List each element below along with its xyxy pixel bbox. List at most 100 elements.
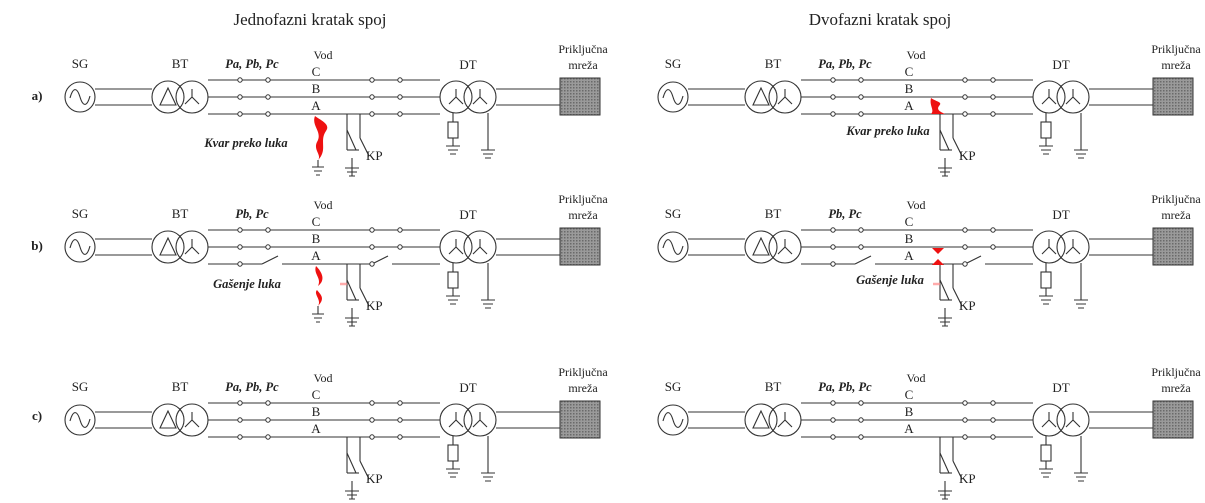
star-icon [777, 89, 793, 105]
star-icon [777, 239, 793, 255]
breaker-contact [237, 111, 243, 117]
title-single-phase-fault: Jednofazni kratak spoj [234, 10, 387, 29]
breaker-contact [962, 261, 968, 267]
kp-switch-icon [952, 137, 963, 157]
external-grid-icon [559, 400, 601, 439]
breaker-contact [962, 417, 968, 423]
breaker-contact [990, 244, 996, 250]
extinguishing-arc [932, 259, 944, 265]
label-phase-a: A [311, 421, 321, 436]
breaker-contact [830, 417, 836, 423]
generator-icon [64, 404, 96, 436]
label-dt: DT [459, 207, 476, 222]
label-kp: KP [366, 148, 383, 163]
external-grid-icon [559, 77, 601, 116]
label-vod: Vod [906, 198, 925, 212]
transformer-winding-icon [151, 230, 185, 264]
ground-icon [1039, 295, 1053, 305]
label-phase-b: B [312, 404, 321, 419]
ground-icon [481, 149, 495, 159]
breaker-contact [962, 400, 968, 406]
label-dt: DT [1052, 207, 1069, 222]
neutral-resistor-icon [447, 121, 459, 139]
breaker-contact [369, 94, 375, 100]
breaker-contact [397, 227, 403, 233]
fault-note: Gašenje luka [213, 277, 281, 291]
breaker-contact [858, 400, 864, 406]
star-icon [472, 89, 488, 105]
label-dt: DT [1052, 380, 1069, 395]
breaker-contact [962, 227, 968, 233]
breaker-contact [830, 244, 836, 250]
label-grid-line2: mreža [568, 208, 598, 222]
star-icon [184, 89, 200, 105]
breaker-contact [397, 77, 403, 83]
ground-icon [481, 472, 495, 482]
external-grid-icon [1152, 227, 1194, 266]
kp-switch-icon [359, 137, 370, 157]
ground-icon [1074, 299, 1088, 309]
label-bt: BT [172, 206, 189, 221]
breaker-contact [397, 244, 403, 250]
label-phase-c: C [905, 64, 914, 79]
transformer-winding-icon [463, 403, 497, 437]
breaker-contact [830, 261, 836, 267]
label-grid-line1: Priključna [558, 192, 608, 206]
star-icon [472, 239, 488, 255]
fault-arc [930, 98, 945, 114]
breaker-contact [830, 227, 836, 233]
breaker-contact [397, 111, 403, 117]
label-grid-line1: Priključna [1151, 192, 1201, 206]
breaker-contact [990, 77, 996, 83]
label-phase-b: B [312, 81, 321, 96]
breaker-contact [990, 434, 996, 440]
breaker-contact [990, 400, 996, 406]
star-icon [184, 412, 200, 428]
transformer-winding-icon [1056, 80, 1090, 114]
transformer-winding-icon [439, 403, 473, 437]
breaker-contact [830, 111, 836, 117]
kp-switch-icon [939, 452, 950, 474]
breaker-contact [265, 417, 271, 423]
extinguishing-arc [315, 290, 322, 306]
label-sg: SG [72, 379, 89, 394]
label-grid-line1: Priključna [558, 42, 608, 56]
star-icon [1065, 412, 1081, 428]
breaker-contact [990, 94, 996, 100]
ground-icon [312, 313, 324, 323]
breaker-contact [369, 417, 375, 423]
star-icon [448, 412, 464, 428]
breaker-contact [265, 227, 271, 233]
label-dt: DT [459, 380, 476, 395]
breaker-contact [962, 111, 968, 117]
breaker-contact [962, 434, 968, 440]
star-icon [1065, 89, 1081, 105]
open-switch-icon [854, 255, 872, 265]
label-bt: BT [765, 56, 782, 71]
label-phase-a: A [904, 421, 914, 436]
neutral-resistor-icon [1040, 271, 1052, 289]
label-grid-line2: mreža [1161, 58, 1191, 72]
breaker-contact [830, 434, 836, 440]
kp-switch-icon [346, 129, 357, 151]
label-phase-c: C [312, 387, 321, 402]
transformer-winding-icon [463, 230, 497, 264]
breaker-contact [858, 77, 864, 83]
breaker-contact [858, 417, 864, 423]
breaker-contact [990, 111, 996, 117]
label-poles: Pa, Pb, Pc [225, 380, 279, 394]
star-icon [1041, 239, 1057, 255]
kp-switch-icon [346, 279, 357, 301]
star-icon [1041, 89, 1057, 105]
label-phase-b: B [905, 404, 914, 419]
label-bt: BT [172, 379, 189, 394]
breaker-contact [237, 434, 243, 440]
row-label-a: a) [32, 88, 43, 103]
breaker-contact [237, 244, 243, 250]
ground-icon [345, 317, 359, 327]
row-label-c: c) [32, 408, 42, 423]
